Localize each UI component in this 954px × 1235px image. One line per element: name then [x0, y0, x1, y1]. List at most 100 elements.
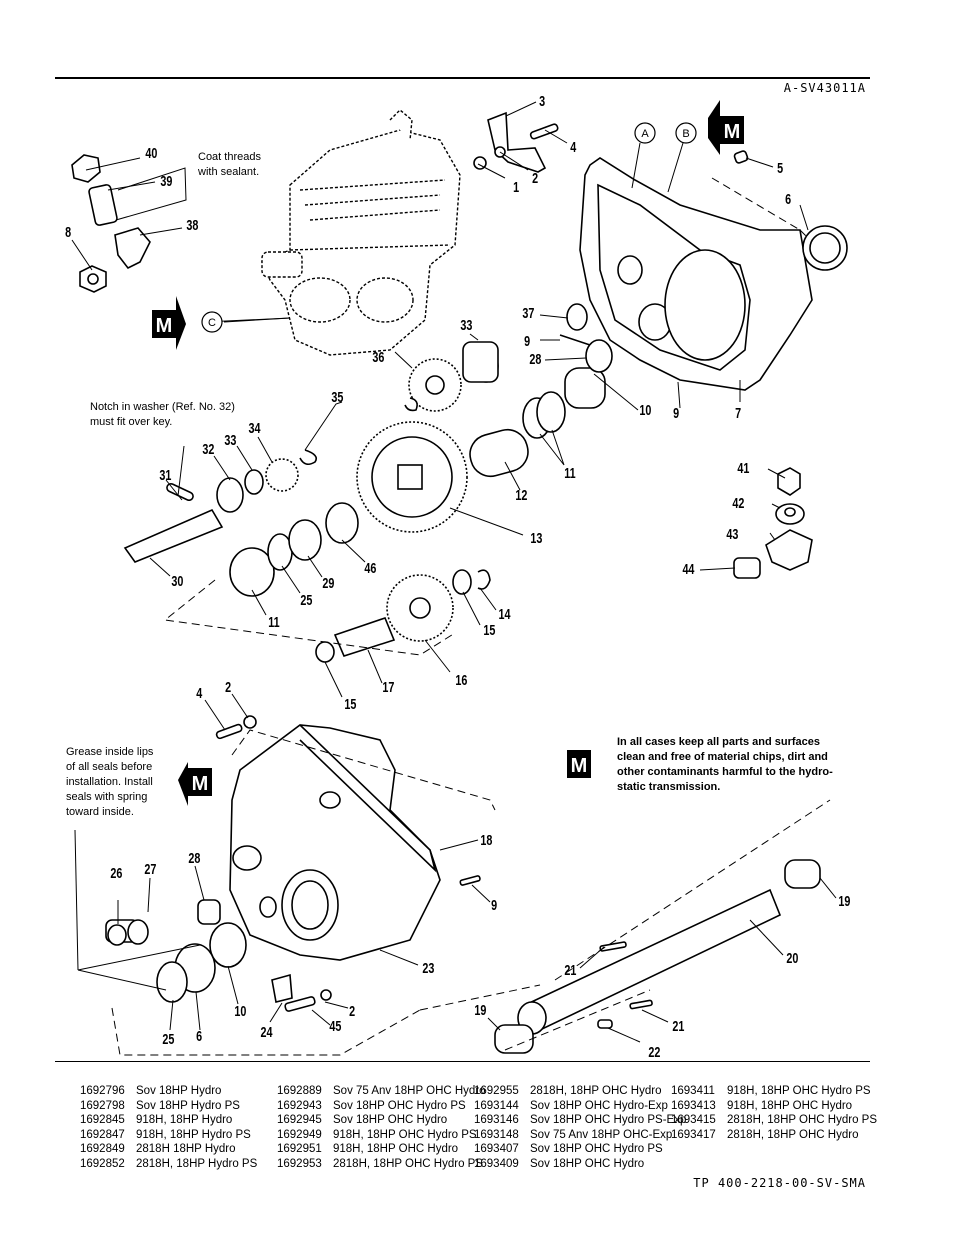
callout-6: 6 [785, 190, 791, 207]
note-clean-parts: In all cases keep all parts and surfaces… [617, 736, 833, 793]
callout-10: 10 [639, 401, 651, 418]
callout-9: 9 [524, 332, 530, 349]
svg-text:M: M [192, 773, 209, 795]
assembly-dashed-lines [111, 579, 831, 1056]
circle-marker-a: A [631, 122, 656, 189]
callout-9: 9 [673, 404, 679, 421]
svg-text:static transmission.: static transmission. [617, 781, 720, 793]
note-notch-washer: Notch in washer (Ref. No. 32) must fit o… [90, 401, 235, 428]
callout-29: 29 [322, 574, 334, 591]
callout-21: 21 [564, 961, 576, 978]
top-rule [55, 77, 870, 79]
svg-text:Coat threads: Coat threads [198, 151, 261, 163]
long-shaft [494, 859, 821, 1054]
callout-2: 2 [532, 169, 538, 186]
svg-text:B: B [682, 128, 689, 140]
lower-housing [105, 715, 481, 1012]
callout-15: 15 [344, 695, 356, 712]
callout-40: 40 [145, 144, 157, 161]
callout-34: 34 [248, 419, 261, 436]
callout-32: 32 [202, 440, 214, 457]
svg-text:Grease inside lips: Grease inside lips [66, 746, 154, 758]
callout-33: 33 [224, 431, 236, 448]
callout-37: 37 [522, 304, 534, 321]
callout-38: 38 [186, 216, 198, 233]
callout-4: 4 [196, 684, 203, 701]
callout-36: 36 [372, 348, 384, 365]
m-marker-lower: M [178, 762, 212, 806]
callout-44: 44 [682, 560, 695, 577]
callout-35: 35 [331, 388, 343, 405]
svg-text:clean and free of material chi: clean and free of material chips, dirt a… [617, 751, 828, 763]
upper-housing [473, 111, 848, 391]
figure-reference-code: A-SV43011A [783, 81, 866, 95]
svg-text:of all seals before: of all seals before [66, 761, 152, 773]
callout-14: 14 [498, 605, 511, 622]
svg-text:M: M [724, 121, 741, 143]
callout-12: 12 [515, 486, 527, 503]
fittings-right [733, 467, 813, 579]
exploded-parts-diagram: M M M M A B C Coat threads with sealant.… [65, 92, 850, 1060]
callout-39: 39 [160, 172, 172, 189]
callout-9: 9 [491, 896, 497, 913]
leader-lines [74, 101, 837, 1043]
svg-text:installation. Install: installation. Install [66, 776, 153, 788]
callout-17: 17 [382, 678, 394, 695]
circle-marker-b: B [667, 122, 697, 193]
note-coat-threads: Coat threads with sealant. [197, 151, 261, 178]
callout-13: 13 [530, 529, 542, 546]
callout-22: 22 [648, 1043, 660, 1060]
svg-text:M: M [156, 315, 173, 337]
callout-41: 41 [737, 459, 749, 476]
callout-15: 15 [483, 621, 495, 638]
callout-45: 45 [329, 1017, 341, 1034]
callout-2: 2 [349, 1002, 355, 1019]
callout-19: 19 [474, 1001, 486, 1018]
svg-text:must fit over key.: must fit over key. [90, 416, 172, 428]
svg-text:A: A [641, 128, 649, 140]
callout-11: 11 [268, 613, 279, 630]
document-code: TP 400-2218-00-SV-SMA [693, 1176, 866, 1190]
svg-text:with sealant.: with sealant. [197, 166, 259, 178]
callout-19: 19 [838, 892, 850, 909]
m-marker-top: M [708, 100, 744, 155]
callout-23: 23 [422, 959, 434, 976]
callout-26: 26 [110, 864, 122, 881]
callout-25: 25 [300, 591, 312, 608]
callout-2: 2 [225, 678, 231, 695]
callout-25: 25 [162, 1030, 174, 1047]
callout-42: 42 [732, 494, 744, 511]
circle-marker-c: C [201, 311, 223, 333]
callout-1: 1 [513, 178, 519, 195]
callout-31: 31 [159, 466, 171, 483]
svg-text:M: M [571, 755, 588, 777]
callout-6: 6 [196, 1027, 202, 1044]
fittings-upper-left [71, 154, 187, 293]
callout-28: 28 [188, 849, 200, 866]
callout-18: 18 [480, 831, 492, 848]
svg-text:toward inside.: toward inside. [66, 806, 134, 818]
callout-8: 8 [65, 223, 71, 240]
callout-5: 5 [777, 159, 783, 176]
callout-4: 4 [570, 138, 577, 155]
gear-shaft-assembly [123, 303, 613, 663]
callout-7: 7 [735, 404, 741, 421]
